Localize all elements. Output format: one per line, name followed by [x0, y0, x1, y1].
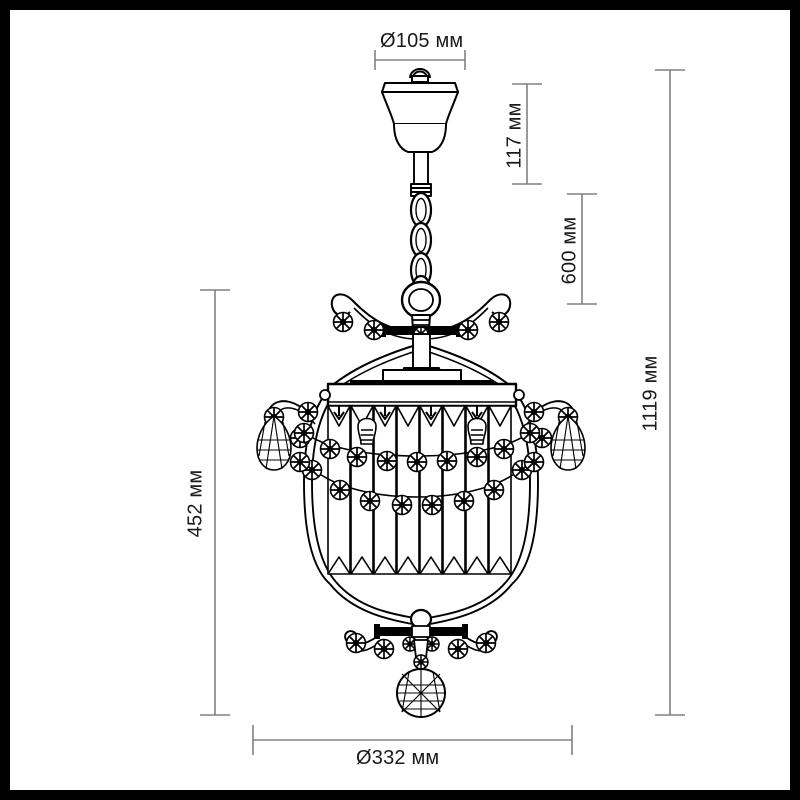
suspension-rod: [410, 151, 432, 197]
dim-label-body-diameter: Ø332 мм: [356, 747, 440, 769]
faceted-crystal-ball-finial: [396, 639, 446, 718]
drawing-stage: Ø105 мм 117 мм 600 мм 1119 мм 452 мм Ø33…: [12, 12, 788, 788]
dim-suspension-drop-line: [567, 193, 597, 305]
bottom-scroll-bracket: [344, 608, 498, 660]
dim-body-height-line: [200, 289, 230, 716]
body-frame-wires: [303, 383, 539, 625]
dim-label-suspension-drop: 600 мм: [558, 216, 581, 285]
dim-total-height-line: [655, 69, 685, 716]
dim-label-canopy-height: 117 мм: [503, 102, 526, 169]
crystal-bead-garlands: [289, 422, 545, 516]
ceiling-canopy: [381, 68, 459, 153]
dimension-lines-layer: [200, 50, 685, 755]
lamp-mounting-plate: [319, 369, 525, 408]
dim-label-body-height: 452 мм: [184, 469, 207, 538]
chandelier-drawing: [256, 68, 586, 718]
dim-canopy-diameter-line: [374, 50, 466, 70]
dim-canopy-height-line: [512, 83, 542, 185]
dim-body-diameter-line: [252, 725, 573, 755]
teardrop-crystal-pendants: [256, 400, 586, 471]
dim-label-canopy-diameter: Ø105 мм: [380, 30, 464, 52]
drawing-canvas: Ø105 мм 117 мм 600 мм 1119 мм 452 мм Ø33…: [9, 9, 791, 791]
dim-label-total-height: 1119 мм: [639, 355, 662, 432]
